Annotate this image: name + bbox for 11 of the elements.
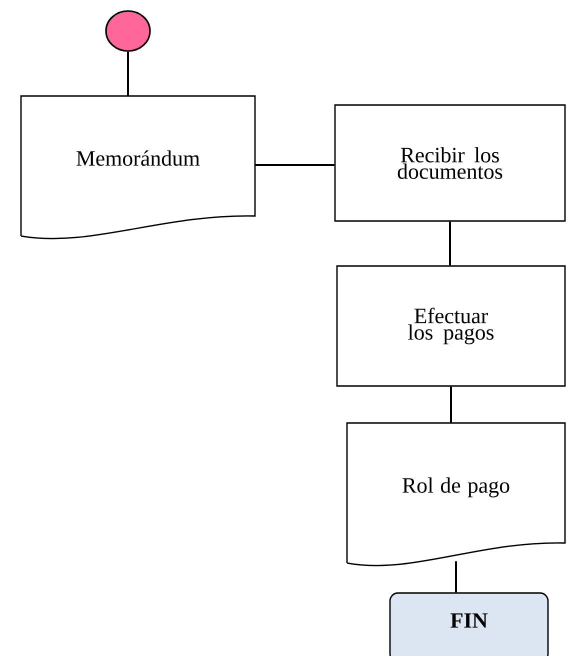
document-shape: Rol de pago xyxy=(346,422,566,566)
start-circle xyxy=(105,10,151,52)
document-shape: Memorándum xyxy=(20,95,256,240)
process-box: Recibir los documentos xyxy=(334,104,566,222)
end-terminal: FIN xyxy=(389,592,549,656)
connector-line xyxy=(450,386,452,423)
connector-line xyxy=(127,52,129,96)
connector-line xyxy=(449,222,451,266)
connector-line xyxy=(455,561,457,592)
process-box: Efectuar los pagos xyxy=(336,265,566,387)
connector-line xyxy=(255,164,334,166)
